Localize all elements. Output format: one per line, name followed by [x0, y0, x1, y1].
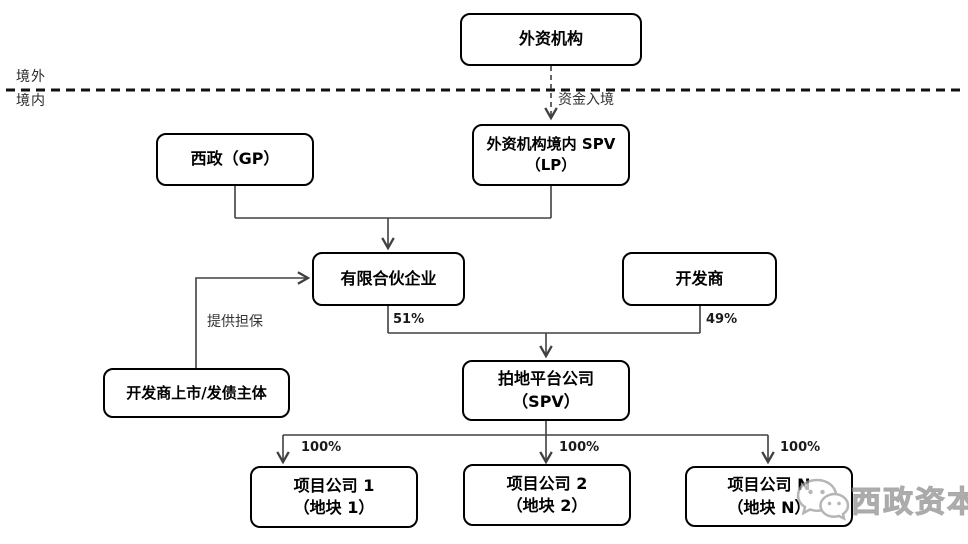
node-limited-partnership: 有限合伙企业	[312, 252, 465, 306]
project1-share-label: 100%	[301, 440, 342, 455]
watermark: 西政资本	[795, 474, 968, 524]
capital-entry-label: 资金入境	[558, 92, 614, 108]
node-label: 开发商	[675, 268, 724, 288]
node-developer-listed-entity: 开发商上市/发债主体	[103, 368, 290, 418]
node-label-line2: （SPV）	[512, 391, 580, 411]
node-label: 西政（GP）	[190, 149, 280, 169]
project2-share-label: 100%	[559, 440, 600, 455]
node-project-company-1: 项目公司 1 （地块 1）	[250, 466, 418, 528]
node-label: 开发商上市/发债主体	[126, 383, 267, 402]
node-label-line2: （地块 N）	[727, 497, 811, 517]
node-foreign-institution: 外资机构	[460, 13, 642, 66]
node-label-line1: 项目公司 2	[506, 473, 588, 493]
node-project-company-2: 项目公司 2 （地块 2）	[463, 464, 631, 526]
node-label-line2: （LP）	[525, 156, 577, 174]
watermark-brand-text: 西政资本	[851, 485, 968, 521]
jv-merge-lines	[387, 306, 701, 359]
project-fanout-lines	[276, 421, 775, 465]
lp-share-label: 51%	[393, 312, 425, 327]
node-land-platform-spv: 拍地平台公司 （SPV）	[462, 360, 630, 421]
node-label-line1: 外资机构境内 SPV	[486, 135, 616, 153]
node-label-line1: 项目公司 1	[293, 475, 375, 495]
node-foreign-spv-lp: 外资机构境内 SPV （LP）	[472, 124, 630, 186]
gp-lp-merge-lines	[234, 186, 552, 251]
node-label: 外资机构	[518, 29, 583, 49]
dev-share-label: 49%	[706, 312, 738, 327]
node-label-line2: （地块 2）	[506, 496, 588, 515]
node-project-company-n: 项目公司 N （地块 N）	[685, 466, 853, 527]
guarantee-label: 提供担保	[207, 314, 263, 330]
region-label-offshore: 境外	[16, 69, 46, 85]
wechat-icon	[796, 478, 850, 521]
node-label-line1: 拍地平台公司	[497, 369, 594, 389]
node-developer: 开发商	[622, 252, 777, 306]
region-label-onshore: 境内	[16, 93, 46, 109]
node-label-line1: 项目公司 N	[727, 475, 811, 495]
node-label-line2: （地块 1）	[293, 498, 375, 517]
projectN-share-label: 100%	[780, 440, 821, 455]
guarantee-arrow	[195, 271, 311, 368]
node-label: 有限合伙企业	[340, 268, 437, 288]
node-xizheng-gp: 西政（GP）	[156, 133, 314, 186]
